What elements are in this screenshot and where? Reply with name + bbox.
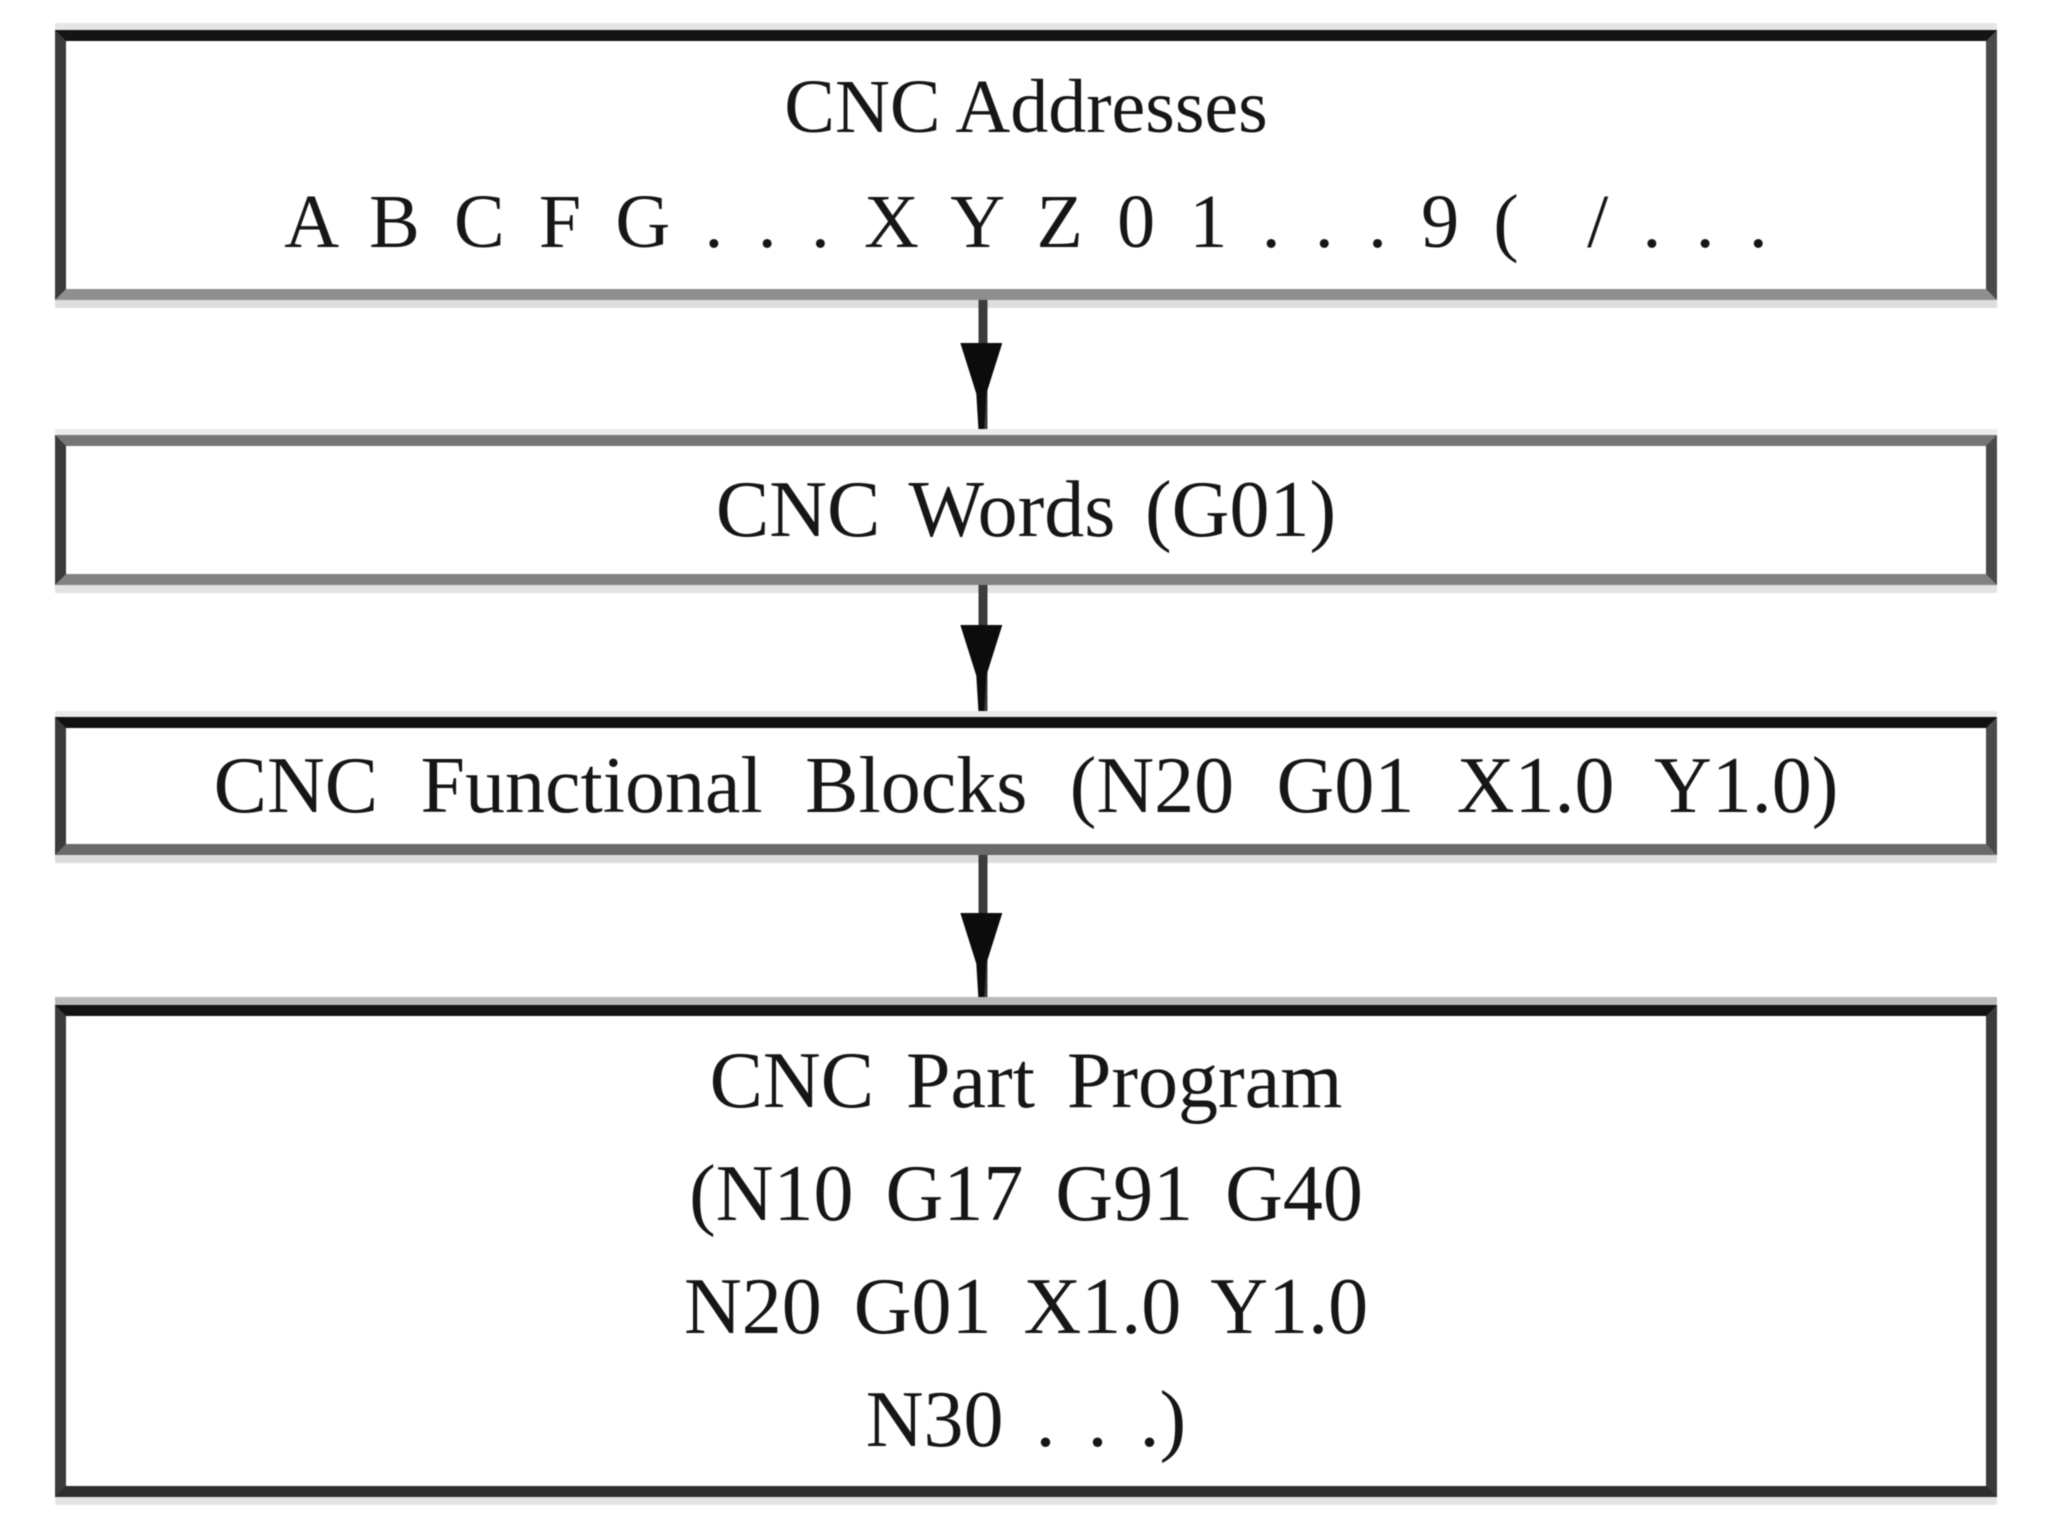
box-cnc-part-program-code-line-3: N30 . . .) xyxy=(865,1376,1187,1464)
box-cnc-addresses: CNC Addresses A B C F G . . . X Y Z 0 1 … xyxy=(55,30,1997,300)
box-cnc-part-program-code-line-2: N20 G01 X1.0 Y1.0 xyxy=(683,1263,1369,1351)
arrow-down-icon xyxy=(960,913,1003,1005)
box-cnc-addresses-characters: A B C F G . . . X Y Z 0 1 . . . 9 ( / . … xyxy=(284,180,1768,264)
box-cnc-part-program-title: CNC Part Program xyxy=(709,1037,1343,1125)
box-cnc-words: CNC Words (G01) xyxy=(55,435,1997,585)
box-cnc-addresses-title: CNC Addresses xyxy=(784,65,1268,149)
box-cnc-part-program-code-line-1: (N10 G17 G91 G40 xyxy=(689,1150,1363,1238)
arrow-down-icon xyxy=(960,343,1003,435)
box-cnc-part-program: CNC Part Program (N10 G17 G91 G40 N20 G0… xyxy=(55,1005,1997,1497)
box-cnc-functional-blocks: CNC Functional Blocks (N20 G01 X1.0 Y1.0… xyxy=(55,717,1997,855)
connector-addresses-to-words xyxy=(960,300,1005,435)
connector-blocks-to-program xyxy=(960,855,1005,1005)
arrow-down-icon xyxy=(960,625,1003,717)
box-cnc-functional-blocks-title: CNC Functional Blocks (N20 G01 X1.0 Y1.0… xyxy=(213,742,1839,830)
connector-words-to-blocks xyxy=(960,585,1005,717)
box-cnc-words-title: CNC Words (G01) xyxy=(715,466,1337,554)
